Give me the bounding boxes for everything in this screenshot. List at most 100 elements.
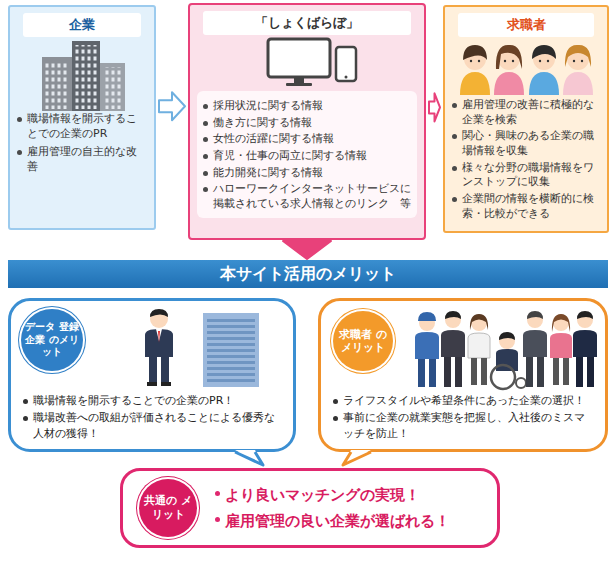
bullet-row: 関心・興味のある企業の職場情報を収集 <box>452 128 600 157</box>
bullet-list: 採用状況に関する情報働き方に関する情報女性の活躍に関する情報育児・仕事の両立に関… <box>197 91 417 218</box>
workers-illustration-part <box>573 311 597 387</box>
people-illustration-part-part <box>547 60 549 62</box>
people-illustration-part-part <box>463 45 487 60</box>
businessman-illustration-part <box>161 382 171 386</box>
arrow-connector <box>283 241 331 259</box>
workers-illustration-part-part <box>516 378 526 388</box>
buildings-illustration-part <box>42 57 72 111</box>
bullet-dot <box>215 517 220 522</box>
bullet-list: 雇用管理の改善に積極的な企業を検索関心・興味のある企業の職場情報を収集様々な分野… <box>452 97 600 221</box>
bullet-dot <box>215 491 220 496</box>
bullet-row: 働き方に関する情報 <box>203 115 411 130</box>
bullet-row: 様々な分野の職場情報をワンストップに収集 <box>452 160 600 189</box>
bullet-text: 企業間の情報を横断的に検索・比較ができる <box>462 191 600 220</box>
bullet-text: 女性の活躍に関する情報 <box>213 131 334 146</box>
businessman-illustration <box>121 307 271 387</box>
monitor-illustration-part <box>336 47 356 81</box>
bullet-text: 職場改善への取組が評価されることによる優秀な人材の獲得！ <box>33 410 283 441</box>
people-illustration-part-part <box>529 72 559 95</box>
people-illustration-part-part <box>494 72 524 95</box>
people-illustration-part-part <box>532 45 556 59</box>
workers-illustration-part-part <box>468 333 490 358</box>
bullet-row: 採用状況に関する情報 <box>203 98 411 113</box>
bullet-list: 職場情報を開示することでの企業のPR！ 職場改善への取組が評価されることによる優秀… <box>23 393 283 441</box>
workers-illustration-part-part <box>553 358 559 385</box>
buildings-illustration-part <box>103 67 122 109</box>
people-illustration-part-part <box>512 60 514 62</box>
people-illustration-part-part <box>573 60 575 62</box>
info-box: 「しょくばらぼ」採用状況に関する情報働き方に関する情報女性の活躍に関する情報育児… <box>188 3 426 240</box>
bullet-text: より良いマッチングの実現！ <box>225 483 420 507</box>
businessman-illustration-part <box>149 357 157 383</box>
workers-illustration-part-part <box>563 358 569 385</box>
info-box: 企業職場情報を開示することでの企業のPR雇用管理の自主的な改善 <box>8 5 156 230</box>
workers-illustration-part-part <box>576 357 583 387</box>
bubble-tail-part <box>343 450 371 465</box>
workers-illustration-part <box>491 332 526 389</box>
people-illustration-part-part <box>565 45 591 67</box>
buildings-illustration-part <box>100 63 125 111</box>
workers-illustration-part-part <box>587 357 594 387</box>
bullet-text: 職場情報を開示することでの企業のPR <box>27 111 147 142</box>
businessman-illustration-part <box>158 331 160 343</box>
monitor-illustration-part <box>286 83 312 86</box>
band-title: 本サイト活用のメリット <box>220 264 396 285</box>
circle-heading: データ 登録企業 のメリット <box>25 321 79 359</box>
workers-illustration-part-part <box>499 332 515 340</box>
bullet-row: 能力開発に関する情報 <box>203 165 411 180</box>
bullet-dot <box>203 137 208 142</box>
bullet-row: 女性の活躍に関する情報 <box>203 131 411 146</box>
workers-illustration-part-part <box>526 357 533 387</box>
people-illustration-part <box>529 45 559 95</box>
monitor-illustration-part <box>268 39 330 77</box>
people-illustration-part-part <box>581 60 583 62</box>
bullet-dot <box>452 166 457 171</box>
people-illustration-part-part <box>478 60 480 62</box>
bullet-text: 様々な分野の職場情報をワンストップに収集 <box>462 160 600 189</box>
people-illustration-part <box>494 45 524 95</box>
bullet-dot <box>17 117 22 122</box>
circle-heading: 求職者 のメリット <box>337 328 389 354</box>
bullet-list: 職場情報を開示することでの企業のPR雇用管理の自主的な改善 <box>17 111 147 175</box>
circle-heading: 共通の メリット <box>143 494 193 522</box>
bubble-tail <box>233 450 265 466</box>
bullet-row: より良いマッチングの実現！ <box>215 483 487 507</box>
people-illustration-part-part <box>470 60 472 62</box>
businessman-illustration-part <box>147 382 157 386</box>
workers-illustration-part-part <box>415 332 439 359</box>
workers-illustration-part <box>441 311 465 387</box>
bullet-row: ハローワークインターネットサービスに掲載されている求人情報とのリンク 等 <box>203 181 411 210</box>
workers-illustration-part-part <box>499 333 515 349</box>
bullet-row: 職場情報を開示することでの企業のPR <box>17 111 147 142</box>
workers-illustration-part-part <box>418 359 425 387</box>
arrow-connector <box>159 92 185 120</box>
people-illustration-part-part <box>539 60 541 62</box>
workers-illustration-part-part <box>527 312 543 328</box>
buildings-illustration <box>38 41 128 111</box>
heading-circle: 求職者 のメリット <box>333 311 393 371</box>
workers-illustration-part <box>523 311 547 387</box>
workers-illustration-part-part <box>523 330 547 357</box>
businessman-illustration-part <box>207 317 255 385</box>
bullet-dot <box>23 399 28 404</box>
info-box: 求職者雇用管理の改善に積極的な企業を検索関心・興味のある企業の職場情報を収集様々… <box>443 5 609 233</box>
workers-illustration-part-part <box>577 312 593 328</box>
info-box: ライフスタイルや希望条件にあった企業の選択！事前に企業の就業実態を把握し、入社後… <box>318 298 608 452</box>
people-illustration-part <box>563 45 593 95</box>
workers-illustration-part-part <box>471 358 477 385</box>
bullet-row: 職場情報を開示することでの企業のPR！ <box>23 393 283 408</box>
box-heading: 「しょくばらぼ」 <box>203 11 411 35</box>
monitor-illustration-part <box>294 77 304 83</box>
workers-illustration-part-part <box>441 330 465 357</box>
bullet-row: 企業間の情報を横断的に検索・比較ができる <box>452 191 600 220</box>
bullet-dot <box>452 103 457 108</box>
bullet-text: 育児・仕事の両立に関する情報 <box>213 148 367 163</box>
bubble-tail-part <box>343 452 371 465</box>
bullet-dot <box>333 399 338 404</box>
businessman-illustration-part <box>150 310 168 328</box>
workers-illustration-part <box>468 314 490 385</box>
businessman-illustration-part <box>161 357 169 383</box>
workers-illustration-part-part <box>573 330 597 357</box>
bullet-text: 職場情報を開示することでの企業のPR！ <box>33 393 234 408</box>
workers-illustration-part-part <box>496 349 518 371</box>
